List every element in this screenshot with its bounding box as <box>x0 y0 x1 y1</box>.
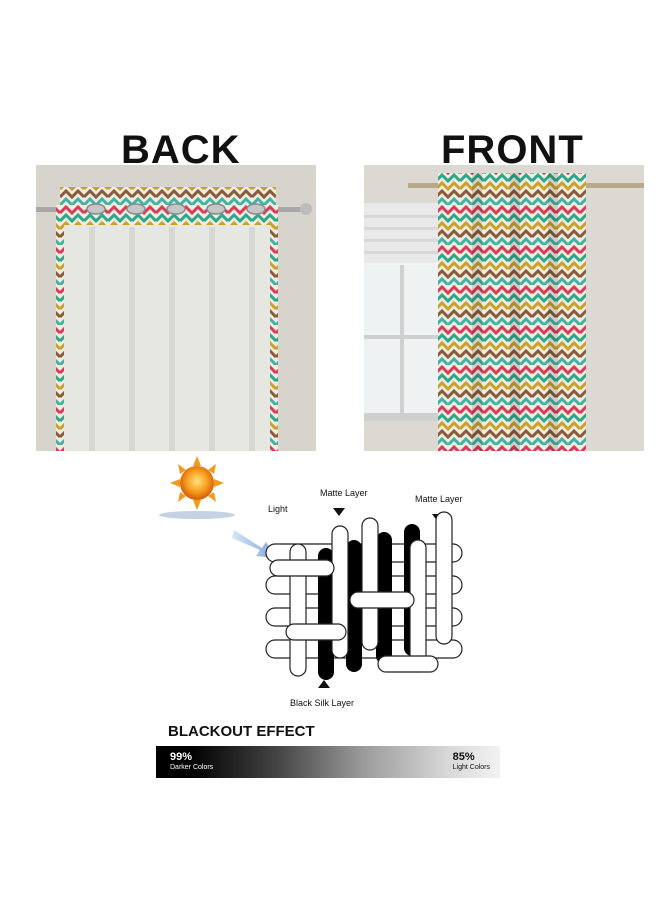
light-percent: 85% <box>452 751 475 763</box>
back-curtain-photo <box>36 165 316 451</box>
light-colors-block: 85% Light Colors <box>453 752 490 772</box>
blackout-effect-title: BLACKOUT EFFECT <box>168 723 315 740</box>
darker-colors-block: 99% Darker Colors <box>170 752 213 772</box>
front-curtain-photo <box>364 165 644 451</box>
black-silk-layer-label: Black Silk Layer <box>290 698 354 708</box>
sun-icon <box>159 456 235 519</box>
front-heading: FRONT <box>441 128 584 172</box>
darker-percent: 99% <box>170 751 193 763</box>
matte-layer-right-label: Matte Layer <box>415 494 463 504</box>
blackout-diagram: Light Matte Layer Matte Layer <box>150 452 510 714</box>
matte-layer-left-label: Matte Layer <box>320 488 368 498</box>
light-caption: Light Colors <box>452 764 490 771</box>
back-heading: BACK <box>121 128 241 172</box>
darker-caption: Darker Colors <box>170 764 214 771</box>
light-label: Light <box>268 504 288 514</box>
blackout-gradient-bar: 99% Darker Colors 85% Light Colors <box>156 746 500 778</box>
